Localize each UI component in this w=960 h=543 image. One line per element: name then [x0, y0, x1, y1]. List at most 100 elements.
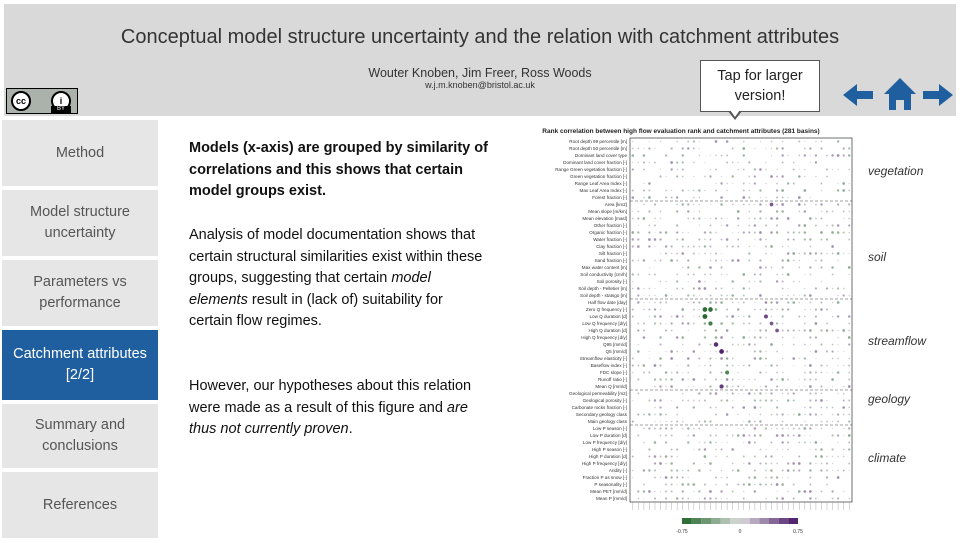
heatmap-dot: [659, 462, 662, 465]
contact-email[interactable]: w.j.m.knoben@bristol.ac.uk: [425, 80, 535, 90]
heatmap-dot: [804, 385, 806, 388]
heatmap-dot: [670, 455, 673, 458]
heatmap-dot: [720, 399, 723, 402]
heatmap-dot: [687, 280, 689, 283]
heatmap-dot: [737, 224, 740, 227]
heatmap-dot: [781, 315, 784, 318]
heatmap-dot: [820, 301, 823, 304]
heatmap-dot: [637, 231, 640, 234]
heatmap-dot: [848, 462, 851, 465]
heatmap-dot: [753, 392, 756, 395]
heatmap-dot: [775, 497, 779, 500]
heatmap-dot: [803, 252, 806, 255]
heatmap-dot: [814, 392, 817, 395]
heatmap-dot: [831, 406, 834, 409]
heatmap-dot: [692, 434, 696, 437]
cc-by-license-badge[interactable]: cc i BY: [6, 88, 78, 114]
heatmap-dot: [826, 154, 828, 157]
heatmap-dot: [836, 371, 840, 374]
heatmap-dot: [842, 490, 845, 493]
heatmap-dot: [770, 413, 773, 416]
heatmap-dot: [826, 364, 828, 367]
heatmap-dot: [765, 196, 767, 199]
heatmap-dot: [715, 259, 718, 262]
heatmap-dot: [720, 287, 723, 290]
tap-larger-version-button[interactable]: Tap for larger version!: [700, 60, 820, 112]
heatmap-dot: [748, 196, 751, 199]
home-icon[interactable]: [882, 76, 918, 112]
heatmap-dot: [820, 231, 823, 234]
heatmap-dot: [753, 273, 756, 276]
heatmap-dot: [781, 371, 784, 374]
correlation-heatmap-figure[interactable]: Rank correlation between high flow evalu…: [500, 124, 862, 538]
heatmap-dot: [847, 315, 851, 318]
heatmap-dot: [737, 161, 739, 164]
heatmap-dot: [637, 413, 640, 416]
heatmap-dot: [698, 399, 701, 402]
row-label: P seasonality [-]: [594, 482, 627, 487]
heatmap-dot: [754, 245, 756, 248]
heatmap-dot: [654, 287, 656, 290]
heatmap-dot: [837, 329, 839, 332]
heatmap-dot: [826, 483, 828, 486]
heatmap-dot: [781, 140, 784, 143]
heatmap-dot: [743, 441, 745, 444]
heatmap-dot: [670, 196, 673, 199]
heatmap-dot: [642, 336, 646, 339]
colorbar-segment: [730, 518, 740, 524]
heatmap-dot: [648, 413, 651, 416]
sidebar-item-parameters[interactable]: Parameters vs performance: [2, 260, 158, 326]
heatmap-dot: [698, 343, 701, 346]
heatmap-dot: [831, 378, 834, 381]
heatmap-dot: [848, 427, 851, 430]
heatmap-dot: [809, 385, 812, 388]
sidebar-item-model-structure[interactable]: Model structure uncertainty: [2, 190, 158, 256]
heatmap-dot: [737, 427, 739, 430]
heatmap-dot: [831, 210, 834, 213]
heatmap-dot: [837, 497, 840, 500]
sidebar-item-catchment-attributes[interactable]: Catchment attributes [2/2]: [2, 330, 158, 400]
heatmap-dot: [725, 364, 729, 367]
heatmap-dot: [814, 371, 817, 374]
heatmap-dot: [704, 273, 706, 276]
heatmap-dot: [770, 392, 773, 395]
row-label: Range Green vegetation fraction [-]: [555, 167, 627, 172]
heatmap-dot: [637, 322, 640, 325]
heatmap-dot: [786, 469, 790, 472]
heatmap-dot: [759, 392, 762, 395]
arrow-left-icon[interactable]: [841, 78, 875, 112]
heatmap-dot: [731, 280, 734, 283]
cc-icon: cc: [11, 91, 31, 111]
heatmap-dot: [659, 364, 662, 367]
heatmap-dot: [781, 294, 784, 297]
heatmap-dot: [781, 196, 784, 199]
heatmap-dot: [759, 280, 762, 283]
heatmap-dot: [670, 252, 673, 255]
heatmap-dot: [798, 210, 801, 213]
heatmap-dot: [792, 182, 795, 185]
heatmap-dot: [842, 231, 845, 234]
heatmap-dot: [809, 441, 812, 444]
heatmap-dot: [842, 406, 845, 409]
heatmap-dot: [631, 168, 634, 171]
heatmap-dot: [720, 154, 723, 157]
heatmap-dot: [775, 280, 779, 283]
sidebar-item-references[interactable]: References: [2, 472, 158, 538]
heatmap-dot: [787, 196, 789, 199]
arrow-right-icon[interactable]: [921, 78, 955, 112]
heatmap-dot: [665, 196, 668, 199]
heatmap-dot: [725, 238, 729, 241]
heatmap-dot: [775, 301, 779, 304]
heatmap-dot: [653, 441, 657, 444]
heatmap-dot: [842, 182, 846, 185]
heatmap-dot: [643, 147, 645, 150]
heatmap-dot: [820, 238, 823, 241]
heatmap-dot: [786, 252, 790, 255]
heatmap-dot: [748, 280, 751, 283]
sidebar-item-summary[interactable]: Summary and conclusions: [2, 404, 158, 468]
heatmap-dot: [814, 161, 818, 164]
heatmap-dot: [837, 287, 840, 290]
sidebar-item-method[interactable]: Method: [2, 120, 158, 186]
heatmap-dot: [754, 329, 756, 332]
heatmap-dot: [681, 231, 684, 234]
